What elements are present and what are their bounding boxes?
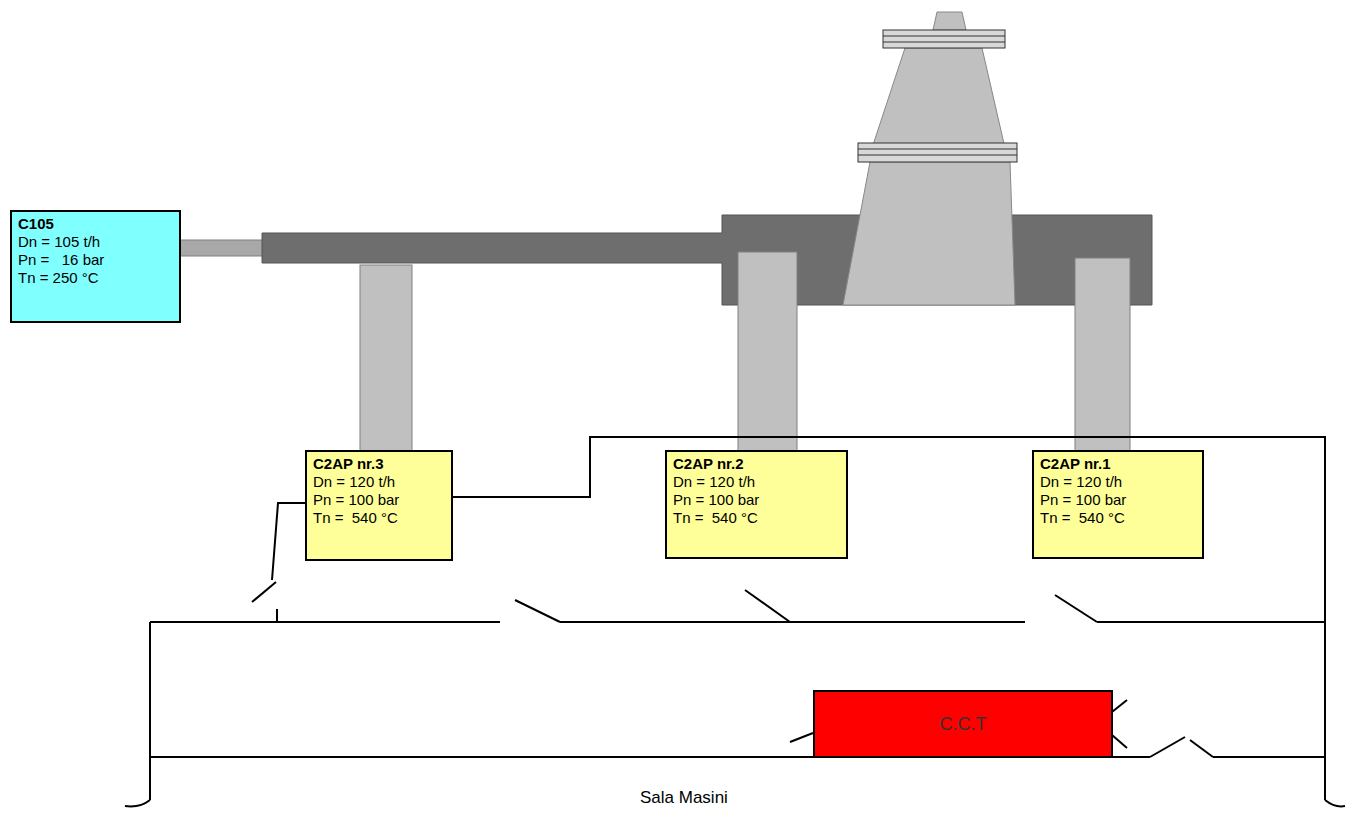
boiler-box: C2AP nr.2Dn = 120 t/hPn = 100 barTn = 54…: [665, 450, 848, 559]
box-parameter: Dn = 105 t/h: [18, 233, 173, 251]
chimney-ring: [858, 30, 1017, 162]
box-parameter: Dn = 120 t/h: [313, 473, 445, 491]
box-title: C2AP nr.1: [1040, 455, 1196, 473]
box-parameter: Pn = 100 bar: [313, 491, 445, 509]
box-parameter: Dn = 120 t/h: [1040, 473, 1196, 491]
box-parameter: Pn = 100 bar: [673, 491, 840, 509]
boiler-box: C2AP nr.1Dn = 120 t/hPn = 100 barTn = 54…: [1032, 450, 1204, 559]
box-title: C2AP nr.2: [673, 455, 840, 473]
box-parameter: Tn = 540 °C: [673, 509, 840, 527]
boiler-box: C105Dn = 105 t/hPn = 16 barTn = 250 °C: [10, 210, 181, 323]
box-title: C.C.T: [940, 715, 987, 733]
box-parameter: Tn = 540 °C: [313, 509, 445, 527]
box-parameter: Tn = 250 °C: [18, 269, 173, 287]
box-parameter: Pn = 100 bar: [1040, 491, 1196, 509]
riser-duct: [360, 252, 1130, 451]
turbine-box: C.C.T: [813, 690, 1113, 758]
box-parameter: Tn = 540 °C: [1040, 509, 1196, 527]
chimney: [843, 162, 1015, 305]
box-parameter: Dn = 120 t/h: [673, 473, 840, 491]
box-title: C2AP nr.3: [313, 455, 445, 473]
box-parameter: Pn = 16 bar: [18, 251, 173, 269]
chimney-upper: [872, 48, 1005, 148]
chimney-top: [933, 12, 966, 30]
room-label: Sala Masini: [640, 788, 728, 808]
box-title: C105: [18, 215, 173, 233]
boiler-box: C2AP nr.3Dn = 120 t/hPn = 100 barTn = 54…: [305, 450, 453, 561]
steam-stub: [180, 240, 264, 256]
pipe-line: [125, 437, 1345, 806]
